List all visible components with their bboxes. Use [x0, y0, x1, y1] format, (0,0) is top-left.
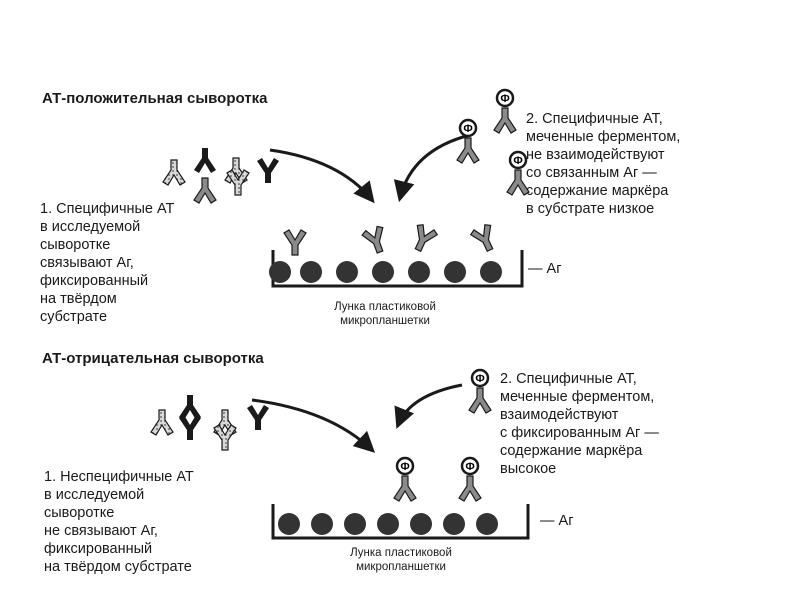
bottom-antigens [278, 513, 498, 535]
bottom-step2-text: 2. Специфичные АТ, меченные ферментом, в… [500, 371, 659, 477]
bottom-well-caption: Лунка пластиковой микропланшетки [350, 547, 452, 573]
bottom-left-arrow [251, 398, 376, 453]
bottom-step1-text: 1. Неспецифичные АТ в исследуемой сыворо… [44, 469, 194, 575]
top-right-arrow [393, 133, 471, 203]
top-antigens [269, 261, 502, 283]
bottom-serum-antibodies [150, 395, 269, 451]
bottom-bound-enzyme-antibodies: Ф Ф [393, 456, 482, 502]
top-well [269, 250, 524, 288]
top-serum-antibodies [162, 148, 279, 204]
top-well-caption: Лунка пластиковой микропланшетки [334, 301, 436, 327]
enzyme-symbol: Ф [500, 93, 509, 105]
bottom-enzyme-antibody-free: Ф [468, 368, 492, 414]
enzyme-symbol: Ф [465, 461, 474, 473]
top-enzyme-antibodies: Ф Ф Ф [456, 88, 530, 196]
bottom-well [271, 504, 530, 540]
enzyme-symbol: Ф [463, 123, 472, 135]
bottom-heading: АТ-отрицательная сыворотка [42, 350, 264, 367]
top-step2-text: 2. Специфичные АТ, меченные ферментом, н… [526, 111, 681, 217]
top-step1-text: 1. Специфичные АТ в исследуемой сыворотк… [40, 201, 175, 325]
top-heading: АТ-положительная сыворотка [42, 90, 268, 107]
enzyme-symbol: Ф [400, 461, 409, 473]
bottom-right-arrow [394, 383, 463, 429]
enzyme-symbol: Ф [475, 373, 484, 385]
bottom-antigen-label: — Аг [540, 513, 574, 529]
enzyme-symbol: Ф [513, 155, 522, 167]
top-left-arrow [269, 148, 375, 204]
top-bound-antibodies [283, 222, 501, 257]
top-antigen-label: — Аг [528, 261, 562, 277]
